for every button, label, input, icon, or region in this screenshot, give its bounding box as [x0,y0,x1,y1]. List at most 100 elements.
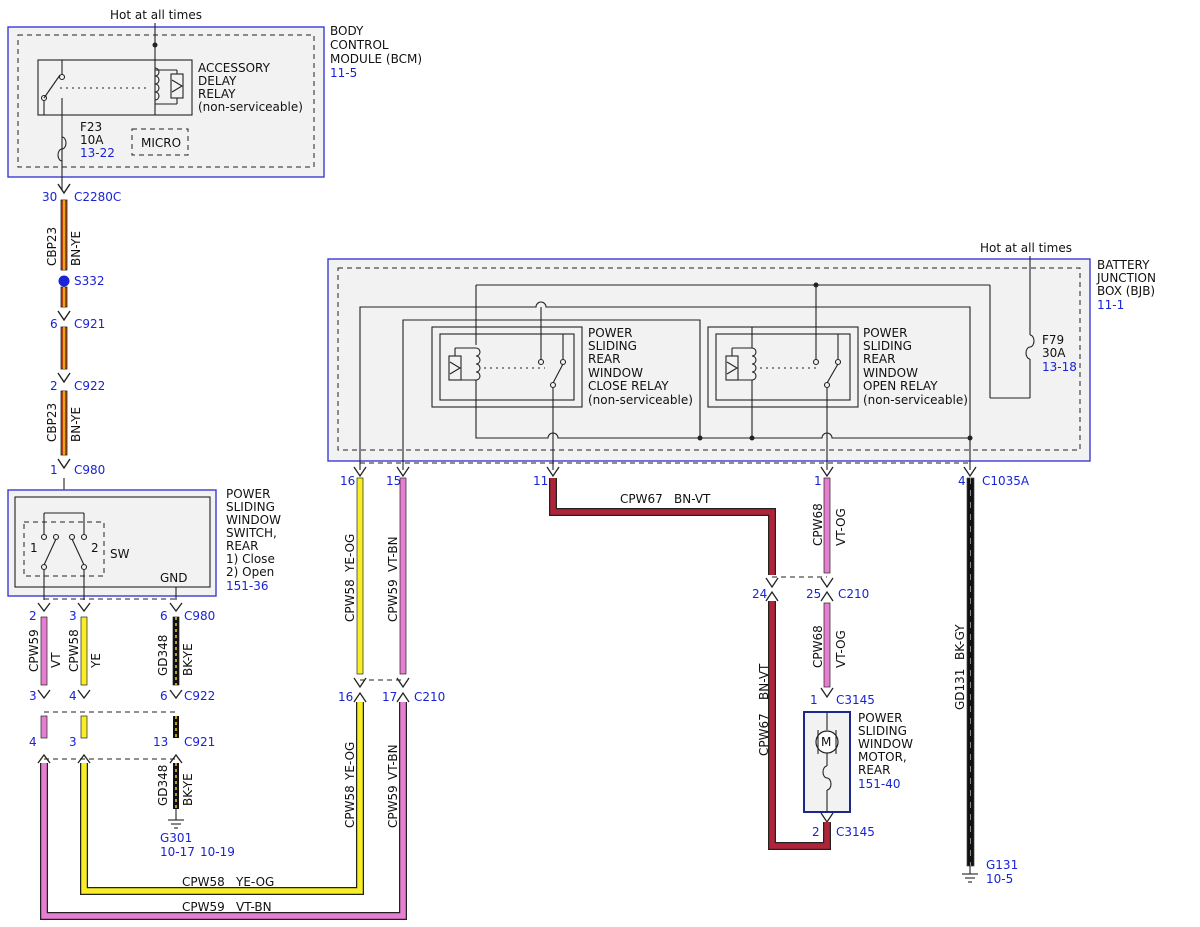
connector-c2280c: C2280C [74,190,121,204]
c3145-pin-1: 1 [810,693,818,707]
circuit-cpw59-mid: CPW59 [386,579,400,622]
motor-side-wires: CPW67 BN-VT CPW68 VT-OG 24 25 C210 CPW68… [549,477,913,850]
bjb-title-2: JUNCTION [1096,271,1156,285]
bjb-module: Hot at all times BATTERY JUNCTION BOX (B… [327,241,1156,488]
fuse-f79-amps: 30A [1042,346,1066,360]
color-bk-gy: BK-GY [953,624,967,660]
close-relay-label-6: (non-serviceable) [588,393,693,407]
bjb-title-3: BOX (BJB) [1097,284,1155,298]
open-relay-label-3: REAR [863,352,895,366]
bjb-pin-16: 16 [340,474,355,488]
fuse-f79-icon [1025,334,1035,360]
bcm-title: BODY [330,24,364,38]
pin-6: 6 [50,317,58,331]
close-relay-label-5: CLOSE RELAY [588,379,669,393]
color-vt-switch: VT [49,652,63,668]
motor-title-5: REAR [858,763,890,777]
connector-c922: C922 [74,379,105,393]
fuse-f23-icon [57,136,67,162]
fuse-f79-label: F79 [1042,333,1064,347]
open-relay-label-5: OPEN RELAY [863,379,938,393]
accessory-delay-relay [37,59,193,116]
fuse-f23-label: F23 [80,120,102,134]
color-bn-vt-2: BN-VT [757,663,771,700]
splice-s332-icon [58,275,70,287]
micro-label: MICRO [141,136,181,150]
c3145-pin-2: 2 [812,825,820,839]
bcm-ref: 11-5 [330,66,357,80]
connector-c922-b: C922 [184,689,215,703]
close-relay-label-2: SLIDING [588,339,637,353]
circuit-cpw68-2: CPW68 [811,625,825,668]
open-relay-label-2: SLIDING [863,339,912,353]
switch-sw-label: SW [110,547,130,561]
pin-gd-6b: 6 [160,689,168,703]
pin-30: 30 [42,190,57,204]
pin-vt-2: 2 [29,609,37,623]
connector-c921-b: C921 [184,735,215,749]
bcm-title-3: MODULE (BCM) [330,52,422,66]
open-relay-label: POWER [863,326,907,340]
bjb-hot-label: Hot at all times [980,241,1072,255]
color-ye-switch: YE [89,653,103,669]
pin-gd-6: 6 [160,609,168,623]
bcm-title-2: CONTROL [330,38,389,52]
fuse-f79-ref: 13-18 [1042,360,1077,374]
color-vt-bn-mid-2: VT-BN [386,744,400,780]
circuit-cpw58-mid-2: CPW58 [343,785,357,828]
open-relay [707,326,859,408]
color-bn-ye: BN-YE [69,231,83,266]
relay-label: ACCESSORY [198,61,271,75]
close-relay [431,326,583,408]
switch-title-2: SLIDING [226,500,275,514]
circuit-cpw59-mid-2: CPW59 [386,785,400,828]
ground-wire-gd131: GD131 BK-GY G131 10-5 [953,477,1018,886]
c210-pin-25: 25 [806,587,821,601]
bcm-border [7,26,325,178]
relay-label-2: DELAY [198,74,237,88]
close-relay-label: POWER [588,326,632,340]
switch-wires: 2 CPW59 VT 3 4 3 CPW58 YE 4 3 6 C980 GD3… [27,602,235,859]
connector-c980-b: C980 [184,609,215,623]
circuit-cbp23: CBP23 [45,227,59,266]
color-vt-og: VT-OG [834,508,848,546]
connector-c3145-top: C3145 [836,693,875,707]
circuit-cpw58-bottom: CPW58 [182,875,225,889]
pin-ye-3b: 3 [69,735,77,749]
middle-wires: CPW58 YE-OG CPW59 VT-BN 16 17 C210 CPW58… [40,477,445,920]
bjb-pin-4: 4 [958,474,966,488]
circuit-cpw59-switch: CPW59 [27,629,41,672]
close-relay-label-4: WINDOW [588,366,643,380]
color-vt-og-2: VT-OG [834,630,848,668]
switch-gnd-label: GND [160,571,188,585]
ground-g301-ref1: 10-17 [160,845,195,859]
motor-title-2: SLIDING [858,724,907,738]
bjb-pin-11: 11 [533,474,548,488]
pin-vt-3: 3 [29,689,37,703]
bjb-border [327,258,1091,462]
color-bk-ye: BK-YE [181,643,195,676]
bjb-title: BATTERY [1097,258,1150,272]
switch-pos-2: 2 [91,541,99,555]
color-vt-bn-bottom: VT-BN [236,900,272,914]
switch-pos-1: 1 [30,541,38,555]
relay-label-4: (non-serviceable) [198,100,303,114]
motor-title-3: WINDOW [858,737,913,751]
circuit-gd131: GD131 [953,669,967,710]
motor-title: POWER [858,711,902,725]
connector-c210-mid: C210 [414,690,445,704]
bn-ye-harness: 30 C2280C CBP23 BN-YE S332 6 C921 2 C922… [42,183,121,513]
relay-label-3: RELAY [198,87,236,101]
pin-ye-3: 3 [69,609,77,623]
bjb-ref: 11-1 [1097,298,1124,312]
micro-box [131,128,189,156]
fuse-f23-amps: 10A [80,133,104,147]
circuit-cpw59-bottom: CPW59 [182,900,225,914]
circuit-cpw58-mid: CPW58 [343,579,357,622]
pin-gd-13: 13 [153,735,168,749]
color-bn-vt: BN-VT [674,492,711,506]
switch-title-3: WINDOW [226,513,281,527]
motor-ref: 151-40 [858,777,901,791]
connector-c1035a: C1035A [982,474,1030,488]
